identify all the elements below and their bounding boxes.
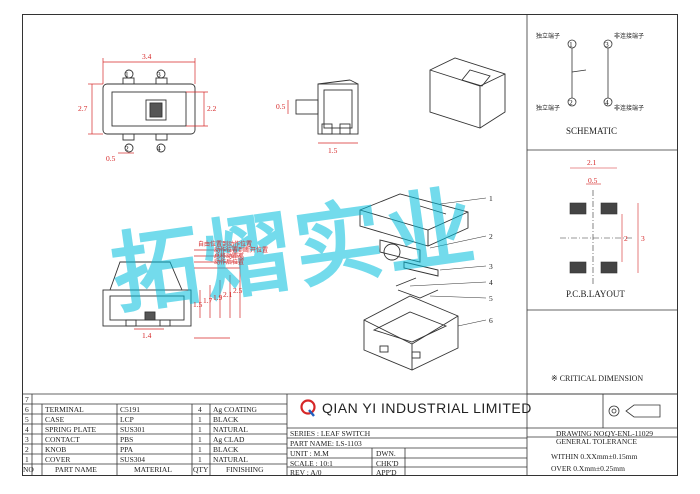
bom-row-material: C5191 <box>120 405 141 414</box>
drawing-no: QY-ENL-11029 <box>605 429 654 438</box>
critical-dimension-note: ※ CRITICAL DIMENSION <box>551 374 644 383</box>
series: SERIES : LEAF SWITCH <box>290 429 371 438</box>
company-logo-icon <box>300 399 316 417</box>
scale: SCALE : 10:1 <box>290 459 333 468</box>
pin-label-3: 3 <box>157 70 161 79</box>
bom-row-qty: 1 <box>198 455 202 464</box>
schematic-pin-4: 4 <box>605 98 609 107</box>
tolerance-over: OVER 0.Xmm±0.25mm <box>551 464 625 473</box>
bom-row-material: LCP <box>120 415 134 424</box>
bom-row-finishing: BLACK <box>213 445 239 454</box>
part-name: PART NAME: LS-1103 <box>290 439 362 448</box>
bom-row-qty: 1 <box>198 425 202 434</box>
bom-header-material: MATERIAL <box>134 465 172 474</box>
schematic-label-1: 独立端子 <box>536 34 561 40</box>
bom-header-qty: QTY <box>193 465 209 474</box>
front-note-3: 总移动距离 <box>214 254 245 260</box>
bom-row-material: PPA <box>120 445 134 454</box>
bom-header-no: NO <box>23 465 34 474</box>
schematic-title: SCHEMATIC <box>566 126 618 136</box>
front-note-2: 动作位置到断开位置 <box>214 248 269 254</box>
bom-row-part: CONTACT <box>45 435 80 444</box>
front-note-4: 动作后位置 <box>214 260 245 266</box>
callout-5: 5 <box>489 294 493 303</box>
bom-row-material: SUS304 <box>120 455 146 464</box>
dim-top-width: 3.4 <box>142 52 152 61</box>
pcb-dim-width: 2.1 <box>587 158 597 167</box>
bom-row-qty: 4 <box>198 405 202 414</box>
unit: UNIT : M.M <box>290 449 329 458</box>
bom-row-material: SUS301 <box>120 425 146 434</box>
callout-1: 1 <box>489 194 493 203</box>
callout-6: 6 <box>489 316 493 325</box>
bom-row-finishing: Ag CLAD <box>213 435 245 444</box>
callout-3: 3 <box>489 262 493 271</box>
schematic-label-3: 非连接端子 <box>614 34 645 40</box>
bom-row-no: 6 <box>25 405 29 414</box>
dim-top-height: 2.7 <box>78 104 88 113</box>
pin-label-1: 1 <box>125 70 129 79</box>
schematic-label-4: 非连接端子 <box>614 106 645 112</box>
schematic-pin-3: 3 <box>605 40 609 49</box>
front-note-1: 自由位置到动作位置 <box>198 242 253 248</box>
rev: REV : A/0 <box>290 468 322 477</box>
bom-row-part: CASE <box>45 415 65 424</box>
bom-row-no: 5 <box>25 415 29 424</box>
schematic-pin-2: 2 <box>569 98 573 107</box>
appd-label: APP'D <box>376 468 397 477</box>
bom-row-no: 2 <box>25 445 29 454</box>
pin-label-2: 2 <box>125 144 129 153</box>
dim-side-depth: 1.5 <box>328 146 338 155</box>
dim-front-4: 2.1 <box>223 290 233 299</box>
callout-2: 2 <box>489 232 493 241</box>
dwn-label: DWN. <box>376 449 396 458</box>
callout-4: 4 <box>489 278 493 287</box>
bom-header-finishing: FINISHING <box>226 465 264 474</box>
drawing-frame <box>22 14 678 476</box>
bom-row-part: KNOB <box>45 445 67 454</box>
pin-label-4: 4 <box>157 144 161 153</box>
drawing-no-label: DRAWING NO: <box>556 429 607 438</box>
dim-front-1: 1.5 <box>193 300 203 309</box>
pcb-dim-gap: 2 <box>624 234 628 243</box>
bom-row-part: COVER <box>45 455 71 464</box>
general-tolerance: GENERAL TOLERANCE <box>556 437 637 446</box>
bom-row-no: 3 <box>25 435 29 444</box>
bom-row-part: TERMINAL <box>45 405 84 414</box>
tolerance-within: WITHIN 0.XXmm±0.15mm <box>551 452 638 461</box>
bom-row-finishing: NATURAL <box>213 425 248 434</box>
chkd-label: CHK'D <box>376 459 399 468</box>
bom-row-qty: 1 <box>198 445 202 454</box>
bom-row-material: PBS <box>120 435 134 444</box>
pcb-dim-height: 3 <box>641 234 645 243</box>
bom-row-no: 4 <box>25 425 29 434</box>
bom-row-qty: 1 <box>198 435 202 444</box>
pcb-title: P.C.B.LAYOUT <box>566 289 625 299</box>
schematic-label-2: 独立端子 <box>536 106 561 112</box>
dim-top-pin-gap: 0.5 <box>106 154 116 163</box>
company-name: QIAN YI INDUSTRIAL LIMITED <box>322 400 532 416</box>
dim-side-protrusion: 0.5 <box>276 102 286 111</box>
bom-row-finishing: Ag COATING <box>213 405 257 414</box>
dim-top-inner: 2.2 <box>207 104 217 113</box>
dim-front-3: 1.9 <box>213 293 223 302</box>
bom-header-part-name: PART NAME <box>55 465 97 474</box>
bom-row-finishing: NATURAL <box>213 455 248 464</box>
bom-row-finishing: BLACK <box>213 415 239 424</box>
dim-front-width: 1.4 <box>142 331 152 340</box>
dim-front-5: 2.5 <box>233 286 243 295</box>
pcb-dim-pad: 0.5 <box>588 176 598 185</box>
bom-row-part: SPRING PLATE <box>45 425 97 434</box>
bom-row-no: 7 <box>25 395 29 404</box>
dim-front-2: 1.7 <box>203 296 213 305</box>
schematic-pin-1: 1 <box>569 40 573 49</box>
bom-row-no: 1 <box>25 455 29 464</box>
bom-row-qty: 1 <box>198 415 202 424</box>
